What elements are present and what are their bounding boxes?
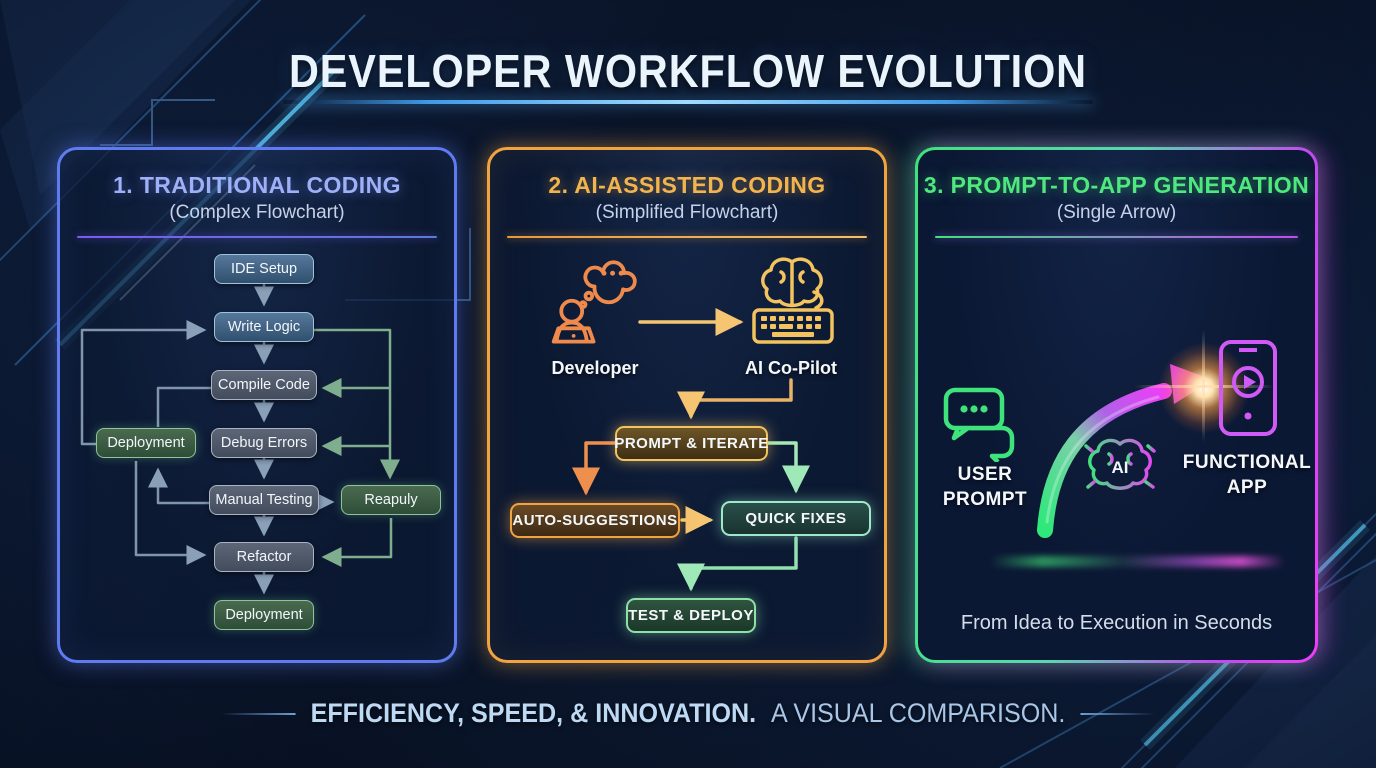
panel2-title: 2. AI-ASSISTED CODING: [548, 172, 826, 198]
footer-tagline: EFFICIENCY, SPEED, & INNOVATION. A VISUA…: [48, 698, 1328, 729]
ai-copilot-icon: [752, 257, 834, 344]
functional-app-line1: FUNCTIONAL: [1182, 452, 1312, 473]
footer-regular-text: A VISUAL COMPARISON.: [770, 698, 1066, 728]
panel1-title: 1. TRADITIONAL CODING: [113, 172, 401, 198]
flow-node-deployment-side: Deployment: [96, 428, 196, 458]
flow-node-reapply: Reapuly: [341, 485, 441, 515]
panel-ai-assisted-coding: 2. AI-ASSISTED CODING (Simplified Flowch…: [487, 147, 887, 663]
functional-app-phone-icon: [1219, 340, 1277, 436]
panel3-title: 3. PROMPT-TO-APP GENERATION: [923, 172, 1310, 198]
panel1-subtitle: (Complex Flowchart): [169, 202, 345, 223]
flow-node-prompt-iterate: PROMPT & ITERATE: [614, 426, 768, 461]
developer-label: Developer: [551, 358, 639, 378]
footer-right-line: [1080, 712, 1155, 715]
footer-left-line: [221, 712, 296, 715]
functional-app-line2: APP: [1226, 477, 1268, 498]
flow-node-write-logic: Write Logic: [214, 312, 314, 342]
flow-node-test-deploy: TEST & DEPLOY: [626, 598, 756, 633]
footer-strong-text: EFFICIENCY, SPEED, & INNOVATION.: [310, 698, 757, 728]
user-prompt-line2: PROMPT: [942, 489, 1028, 510]
panel2-subtitle: (Simplified Flowchart): [595, 202, 779, 223]
user-prompt-label: USER PROMPT: [925, 462, 1045, 512]
flow-node-deployment-final: Deployment: [214, 600, 314, 630]
panel3-caption: From Idea to Execution in Seconds: [960, 612, 1273, 634]
title-underline-glow: [283, 100, 1093, 104]
panel-prompt-to-app-border: 3. PROMPT-TO-APP GENERATION (Single Arro…: [915, 147, 1318, 663]
flow-node-ide-setup: IDE Setup: [214, 254, 314, 284]
flare-ray-vertical: [1202, 330, 1205, 442]
flow-node-quick-fixes: QUICK FIXES: [721, 501, 871, 536]
ai-brain-icon: AI: [1078, 426, 1163, 510]
panel3-divider: [935, 236, 1298, 238]
flow-node-compile-code: Compile Code: [211, 370, 317, 400]
ai-assisted-flow-connectors: [572, 308, 810, 592]
ai-copilot-label: AI Co-Pilot: [745, 358, 837, 378]
developer-icon: [551, 260, 637, 344]
ai-badge-text: AI: [1112, 458, 1129, 477]
user-prompt-line1: USER: [957, 464, 1013, 485]
user-prompt-chat-icon: [943, 387, 1015, 462]
flow-node-refactor: Refactor: [214, 542, 314, 572]
panel-traditional-coding: 1. TRADITIONAL CODING (Complex Flowchart…: [57, 147, 457, 663]
panel2-divider: [507, 236, 867, 238]
page-title: DEVELOPER WORKFLOW EVOLUTION: [288, 45, 1087, 97]
panel-prompt-to-app: 3. PROMPT-TO-APP GENERATION (Single Arro…: [918, 150, 1315, 660]
panel3-subtitle: (Single Arrow): [1056, 202, 1177, 223]
gradient-glow-bar: [990, 556, 1285, 567]
flow-node-debug-errors: Debug Errors: [211, 428, 317, 458]
flow-node-auto-suggestions: AUTO-SUGGESTIONS: [510, 503, 680, 538]
functional-app-label: FUNCTIONAL APP: [1177, 450, 1317, 500]
traditional-flow-connectors: [80, 284, 400, 595]
panel1-divider: [77, 236, 437, 238]
flow-node-manual-testing: Manual Testing: [209, 485, 319, 515]
